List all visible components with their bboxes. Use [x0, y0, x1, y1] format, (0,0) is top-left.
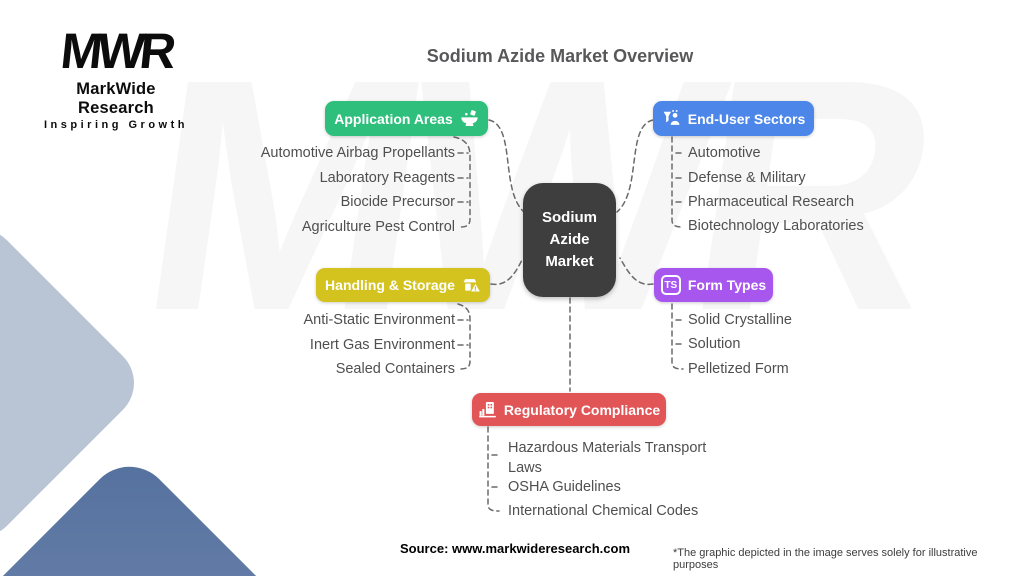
list-item: Sealed Containers: [335, 361, 455, 377]
branch-label: Regulatory Compliance: [503, 401, 661, 418]
ts-badge-icon: TS: [660, 275, 681, 295]
list-item: Inert Gas Environment: [309, 337, 455, 353]
markwide-logo: MWR MarkWide Research Inspiring Growth: [36, 23, 196, 131]
center-node-line: Azide: [549, 231, 590, 248]
logo-tagline: Inspiring Growth: [44, 119, 188, 131]
list-item: Pelletized Form: [688, 361, 789, 377]
center-node-sodium-azide-market: Sodium Azide Market: [523, 183, 616, 297]
list-item: Solution: [688, 336, 741, 352]
list-item: Hazardous Materials Transport Laws: [508, 440, 707, 476]
branch-node-regulatory-compliance: Regulatory Compliance: [472, 393, 666, 426]
center-node-line: Market: [545, 253, 594, 270]
list-item: Defense & Military: [688, 170, 806, 186]
mortar-pestle-icon: [460, 109, 479, 128]
list-item: Solid Crystalline: [688, 312, 792, 328]
list-item: Anti-Static Environment: [303, 312, 455, 328]
building-chart-icon: [478, 400, 497, 419]
list-item: Automotive Airbag Propellants: [260, 145, 455, 161]
branch-label: Handling & Storage: [325, 277, 455, 293]
list-item: OSHA Guidelines: [508, 479, 621, 495]
list-item: Automotive: [688, 145, 761, 161]
list-item: Biotechnology Laboratories: [688, 218, 864, 234]
center-node-line: Sodium: [542, 209, 597, 226]
list-item: International Chemical Codes: [508, 503, 699, 519]
branch-node-form-types: TS Form Types: [654, 268, 773, 302]
branch-node-handling-storage: Handling & Storage: [316, 268, 490, 302]
list-item: Agriculture Pest Control: [301, 219, 455, 235]
source-text: Source: www.markwideresearch.com: [400, 541, 631, 556]
branch-label: Application Areas: [334, 110, 453, 127]
branch-label: Form Types: [687, 277, 767, 293]
branch-node-application-areas: Application Areas: [325, 101, 488, 136]
user-funnel-icon: [662, 109, 681, 128]
list-item: Biocide Precursor: [340, 194, 455, 210]
page-title: Sodium Azide Market Overview: [426, 46, 694, 66]
disclaimer-text: *The graphic depicted in the image serve…: [673, 547, 978, 571]
logo-company-name: MarkWide Research: [76, 80, 156, 117]
list-item: Pharmaceutical Research: [688, 194, 855, 210]
list-item: Laboratory Reagents: [319, 170, 455, 186]
logo-monogram: MWR: [58, 23, 174, 79]
storage-warning-icon: [462, 276, 481, 295]
branch-node-end-user-sectors: End-User Sectors: [653, 101, 814, 136]
branch-label: End-User Sectors: [687, 110, 806, 127]
